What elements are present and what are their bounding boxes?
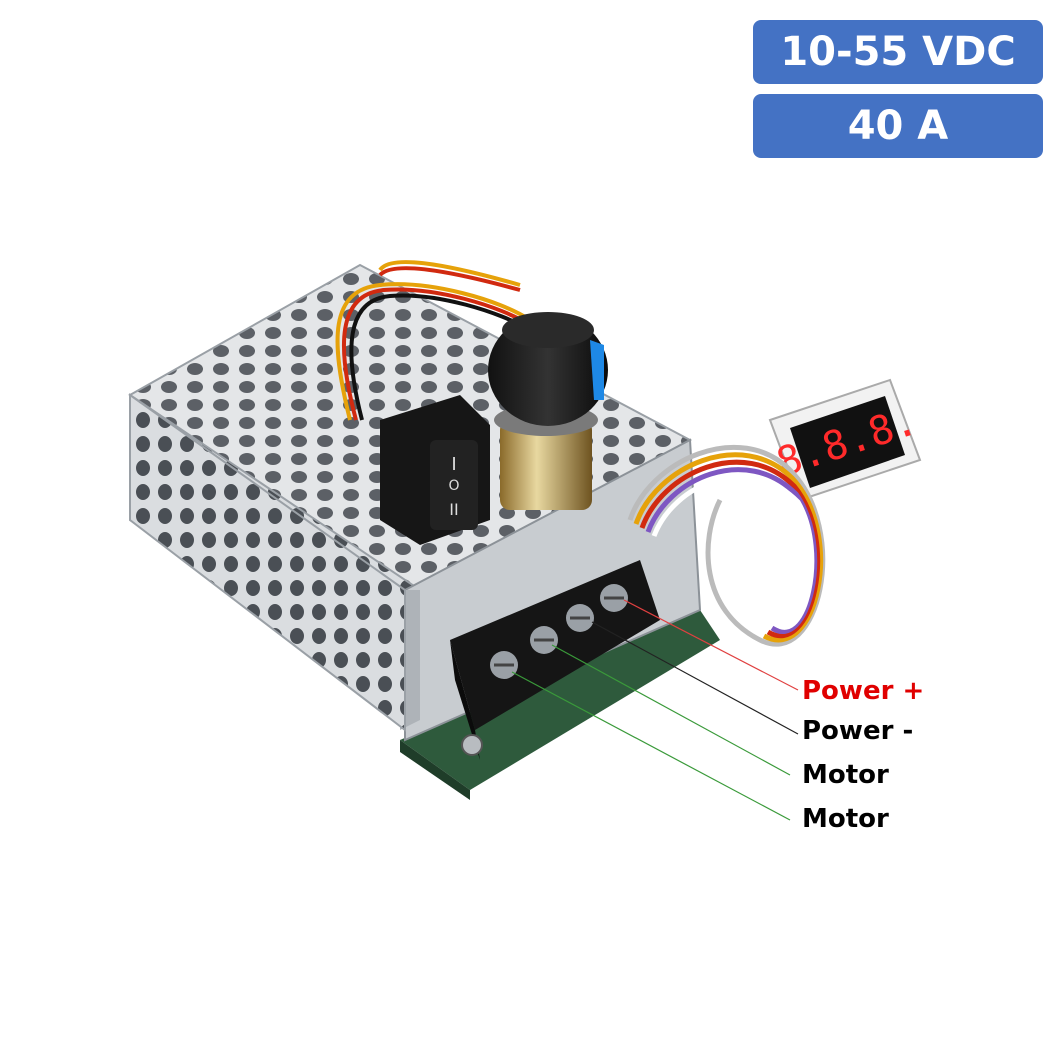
svg-text:O: O [448,478,459,494]
rocker-switch: I O II [380,395,490,545]
terminal-screw [530,626,558,654]
terminal-screw [490,651,518,679]
label-power-negative: Power - [802,716,914,746]
terminal-screw [566,604,594,632]
label-motor-1: Motor [802,760,889,790]
current-spec-badge: 40 A [753,94,1043,158]
voltage-spec-badge: 10-55 VDC [753,20,1043,84]
terminal-leader-lines [511,599,799,821]
svg-text:II: II [449,500,458,519]
connector-wires [335,260,532,421]
display-ribbon-cable [627,444,826,647]
terminal-screw [600,584,628,612]
svg-text:I: I [451,454,456,475]
mounting-screw [461,734,483,756]
speed-potentiometer-knob [488,312,608,510]
label-motor-2: Motor [802,804,889,834]
screw-terminal-block [450,560,660,760]
label-power-positive: Power + [802,676,925,706]
